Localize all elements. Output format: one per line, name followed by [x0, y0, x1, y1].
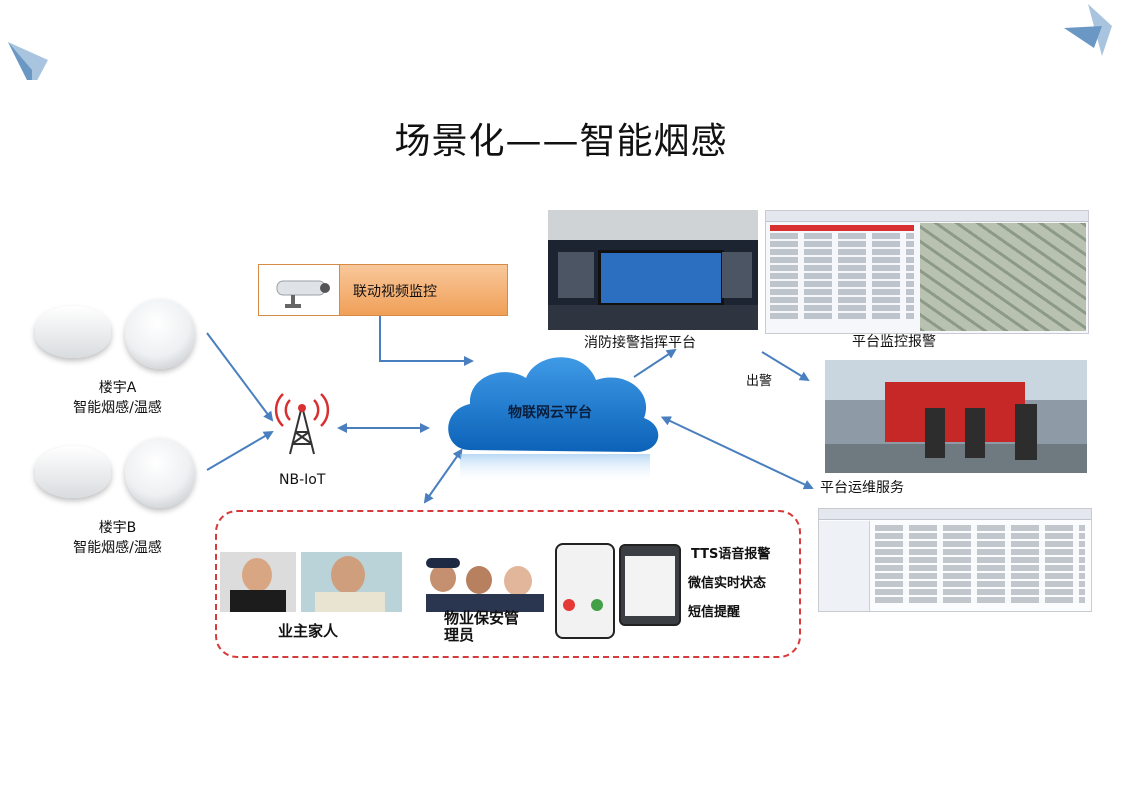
owner-photo-elder	[301, 552, 402, 612]
platform-monitor-screenshot	[765, 210, 1089, 334]
smoke-detector-a1	[35, 306, 111, 358]
owners-label: 业主家人	[278, 622, 339, 640]
owner-photo-young	[220, 552, 296, 612]
security-label: 物业保安管理员	[444, 609, 520, 644]
corner-decoration-left	[8, 42, 48, 80]
building-b-label: 楼宇B 智能烟感/温感	[73, 520, 162, 556]
firefighters-photo	[825, 360, 1087, 473]
platform-ops-label: 平台运维服务	[820, 480, 904, 496]
feature-wechat: 微信实时状态	[688, 576, 767, 591]
platform-ops-screenshot	[818, 508, 1092, 612]
arrow-cloud-to-command	[633, 348, 677, 378]
command-center-label: 消防接警指挥平台	[584, 335, 696, 351]
feature-tts: TTS语音报警	[691, 547, 771, 562]
smoke-detector-b1	[35, 446, 111, 498]
radio-tower-icon	[274, 393, 330, 455]
arrow-building-b-to-nbiot	[206, 430, 274, 471]
corner-decoration-right	[1064, 4, 1112, 56]
map-panel	[920, 223, 1086, 331]
arrow-building-a-to-nbiot	[206, 332, 274, 422]
arrow-cloud-user-box	[423, 448, 463, 504]
cctv-camera-icon	[276, 280, 330, 308]
dispatch-label: 出警	[746, 374, 773, 389]
arrow-cloud-ops	[660, 416, 814, 490]
video-label: 联动视频监控	[353, 284, 437, 300]
arrow-video-to-cloud	[379, 316, 474, 366]
platform-monitor-label: 平台监控报警	[852, 334, 936, 350]
phone-wechat-icon	[619, 544, 681, 626]
command-center-photo	[548, 210, 758, 330]
video-monitor-box: 联动视频监控	[258, 264, 508, 316]
page-title: 场景化——智能烟感	[394, 121, 728, 162]
cloud-label: 物联网云平台	[508, 405, 592, 421]
phone-call-icon	[555, 543, 615, 639]
user-notification-box	[215, 510, 801, 658]
cloud-icon	[448, 357, 659, 484]
security-staff-photo	[426, 556, 544, 612]
building-a-label: 楼宇A 智能烟感/温感	[73, 380, 162, 416]
feature-sms: 短信提醒	[688, 605, 741, 620]
smoke-detector-a2	[125, 299, 195, 369]
smoke-detector-b2	[125, 438, 195, 508]
arrow-command-to-dispatch	[761, 351, 810, 382]
nbiot-label: NB-IoT	[279, 472, 326, 488]
